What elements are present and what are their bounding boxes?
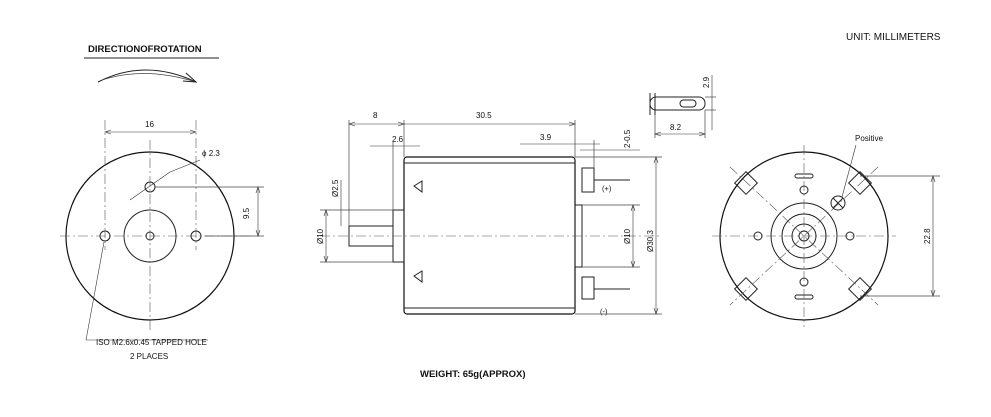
- dim-front-boss-diameter: Ø10: [316, 228, 325, 244]
- dim-shaft-diameter: Ø2.5: [331, 179, 340, 197]
- dim-boss-length: 2.6: [392, 135, 404, 144]
- dim-shaft-length: 8: [373, 111, 378, 120]
- dim-terminal-thickness: 2-0.5: [623, 129, 632, 148]
- dim-body-diameter: Ø30.3: [646, 230, 655, 252]
- tapped-hole-count: 2 PLACES: [130, 352, 168, 361]
- label-plus: (+): [602, 184, 612, 193]
- rotation-arrow-icon: [97, 69, 198, 83]
- positive-marker: [830, 195, 846, 211]
- dim-vertical-offset: 9.5: [242, 207, 251, 219]
- dim-body-length: 30.5: [476, 111, 492, 120]
- label-minus: (-): [600, 307, 608, 316]
- weight-label: WEIGHT: 65g(APPROX): [420, 369, 526, 380]
- terminal-tab: [649, 96, 706, 111]
- terminal-positive: [581, 167, 595, 193]
- dim-rear-boss-diameter: Ø10: [623, 228, 632, 244]
- dim-terminal-height: 2.9: [702, 76, 711, 88]
- direction-of-rotation-label: DIRECTIONOFROTATION: [88, 44, 202, 55]
- front-view: 16 ϕ 2.3 9.5 ISO M2.6x0.45 TAPPED HOLE 2…: [60, 120, 264, 361]
- unit-label: UNIT: MILLIMETERS: [846, 32, 941, 43]
- tapped-hole-note: ISO M2.6x0.45 TAPPED HOLE: [96, 338, 207, 347]
- dim-brush-span: 22.8: [923, 228, 932, 244]
- rear-view: Positive 22.8: [712, 134, 940, 327]
- dim-terminal-length: 8.2: [670, 123, 682, 132]
- terminal-detail: 2.9 8.2: [649, 75, 716, 138]
- dim-hole-spacing: 16: [145, 120, 154, 129]
- positive-label: Positive: [855, 134, 884, 143]
- terminal-negative: [581, 276, 595, 300]
- motor-body: [403, 156, 576, 315]
- dim-terminal-position: 3.9: [540, 133, 552, 142]
- side-view: 8 30.5 2.6 3.9 2-0.5 (+) (-) Ø2.5 Ø10: [316, 111, 662, 316]
- terminal-slot: [679, 99, 697, 108]
- dim-hole-diameter: ϕ 2.3: [202, 149, 220, 158]
